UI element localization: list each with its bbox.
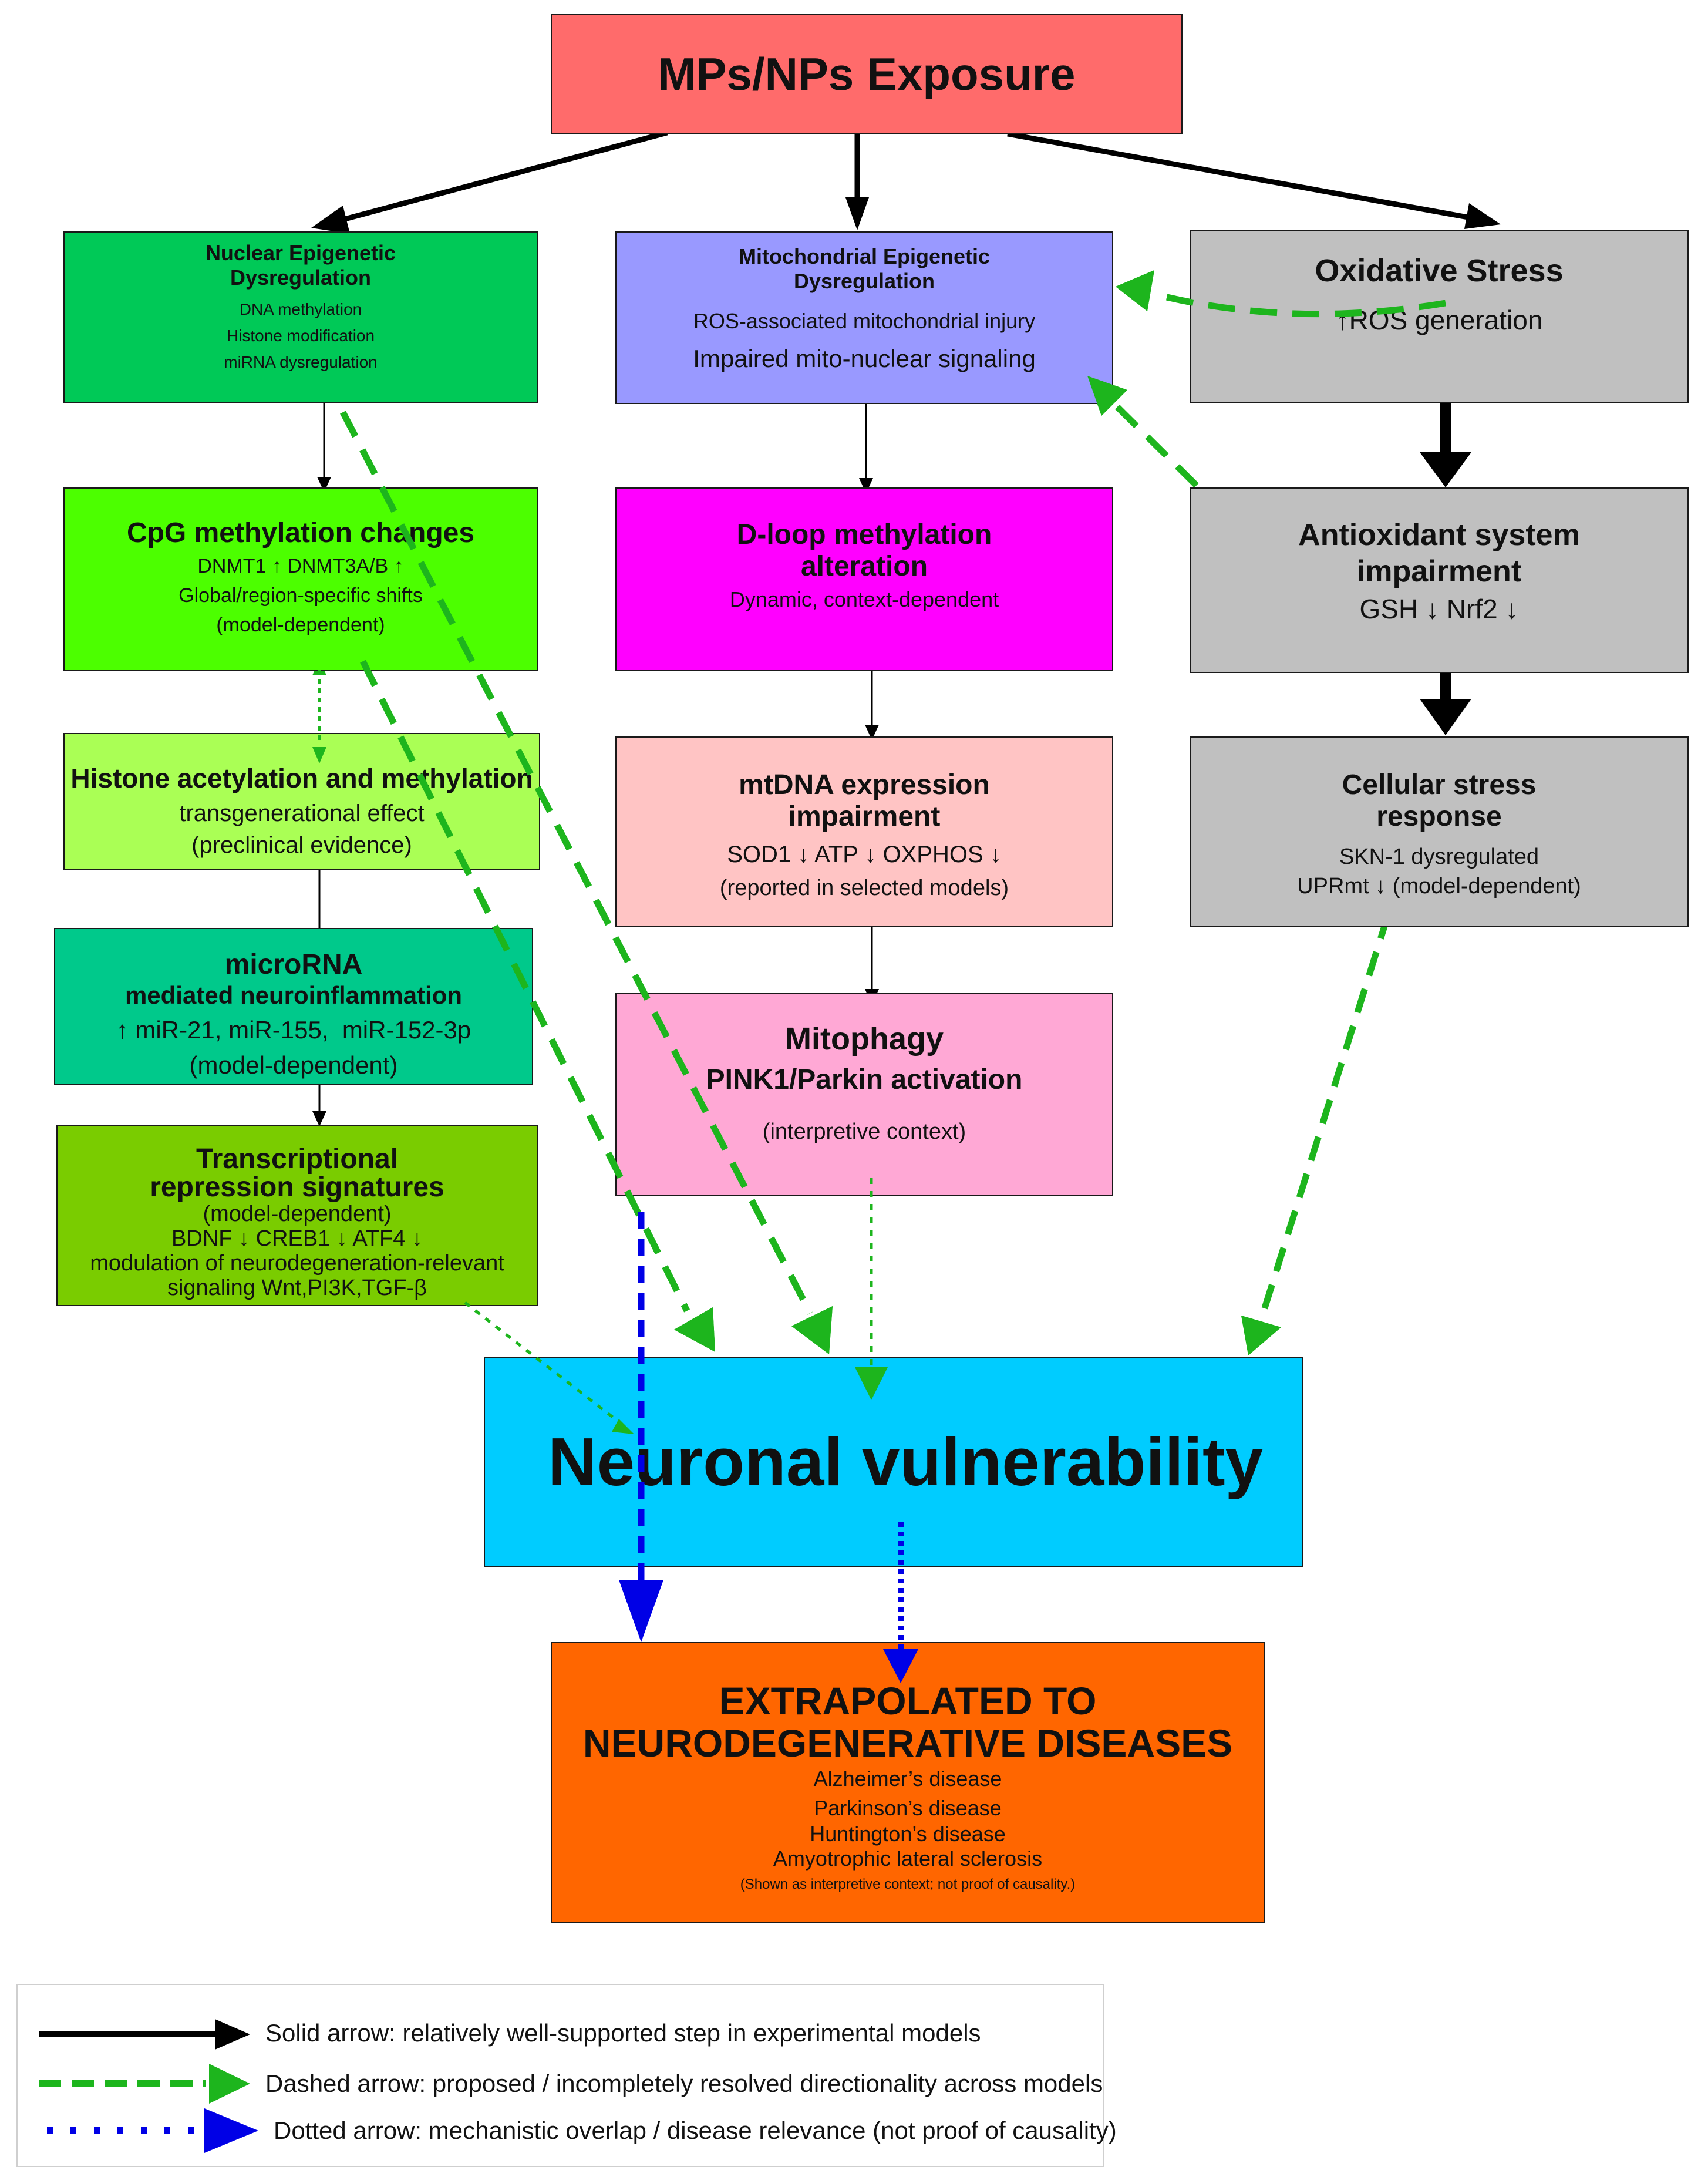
nuclear-title-line2: Dysregulation [230,265,372,290]
antioxidant-title-line1: Antioxidant system [1298,518,1580,552]
legend-solid-label: Solid arrow: relatively well-supported s… [265,2019,981,2047]
transcription-title-line1: Transcriptional [196,1143,399,1175]
disease-item: Huntington’s disease [810,1822,1006,1846]
legend-dashed-arrow-icon [39,2064,250,2104]
nuclear-item: DNA methylation [239,300,362,318]
mito-title-line2: Dysregulation [793,269,935,293]
mtdna-line1: SOD1 ↓ ATP ↓ OXPHOS ↓ [727,842,1002,867]
histone-box: Histone acetylation and methylation tran… [63,733,540,870]
mirna-title-line1: microRNA [224,949,363,980]
oxidative-stress-box: Oxidative Stress ↑ROS generation [1190,230,1689,403]
transcription-line4: signaling Wnt,PI3K,TGF-β [167,1276,427,1300]
cpg-line2: Global/region-specific shifts [178,584,423,607]
mirna-title-line2: mediated neuroinflammation [124,981,463,1009]
disease-item: Amyotrophic lateral sclerosis [773,1846,1043,1871]
neuronal-title: Neuronal vulnerability [547,1424,1264,1500]
legend-solid-arrow-icon [39,2019,250,2050]
cellular-line2: UPRmt ↓ (model-dependent) [1297,874,1581,899]
solid-arrow-exposure-to-mito [845,133,869,230]
histone-line2: (preclinical evidence) [191,832,412,858]
transcription-line3: modulation of neurodegeneration-relevant [90,1251,504,1276]
mito-title-line1: Mitochondrial Epigenetic [738,244,991,268]
mtdna-expression-box: mtDNA expression impairment SOD1 ↓ ATP ↓… [615,736,1113,927]
oxidative-line1: ↑ROS generation [1335,305,1543,335]
legend: Solid arrow: relatively well-supported s… [16,1984,1117,2167]
disease-item: Parkinson’s disease [814,1796,1002,1820]
nuclear-item: Histone modification [226,327,375,345]
legend-dotted-arrow-icon [47,2108,258,2153]
microrna-box: microRNA mediated neuroinflammation ↑ mi… [54,928,533,1085]
dloop-title-line1: D-loop methylation [736,519,992,550]
nuclear-title-line1: Nuclear Epigenetic [205,241,396,265]
nuclear-item: miRNA dysregulation [224,353,378,371]
mito-line2: Impaired mito-nuclear signaling [693,345,1036,372]
histone-line1: transgenerational effect [179,800,425,826]
transcriptional-repression-box: Transcriptional repression signatures (m… [56,1125,538,1306]
dashed-arrow-cellular-to-neuronal [1241,914,1392,1355]
legend-row-solid: Solid arrow: relatively well-supported s… [18,2011,1103,2058]
mitophagy-line1: (interpretive context) [762,1119,966,1144]
transcription-line1: (model-dependent) [203,1202,392,1226]
solid-arrow-nuclear-to-cpg [317,403,331,492]
histone-title: Histone acetylation and methylation [70,763,533,793]
cellular-title-line1: Cellular stress [1342,769,1537,800]
solid-arrow-antioxidant-to-cellular [1420,673,1471,735]
legend-row-dotted: Dotted arrow: mechanistic overlap / dise… [18,2107,1117,2154]
mitophagy-box: Mitophagy PINK1/Parkin activation (inter… [615,993,1113,1196]
extrapolated-diseases-box: EXTRAPOLATED TO NEURODEGENERATIVE DISEAS… [551,1642,1265,1923]
neuronal-vulnerability-box: Neuronal vulnerability [484,1357,1303,1567]
antioxidant-title-line2: impairment [1356,554,1522,588]
antioxidant-line1: GSH ↓ Nrf2 ↓ [1359,594,1519,624]
transcription-line2: BDNF ↓ CREB1 ↓ ATF4 ↓ [171,1226,423,1251]
disease-item: Alzheimer’s disease [813,1767,1002,1791]
cellular-title-line2: response [1376,801,1502,832]
cpg-line3: (model-dependent) [216,614,385,636]
mitochondrial-epigenetic-box: Mitochondrial Epigenetic Dysregulation R… [615,231,1113,404]
mitophagy-title-line1: Mitophagy [785,1021,944,1057]
transcription-title-line2: repression signatures [150,1172,444,1203]
dloop-methylation-box: D-loop methylation alteration Dynamic, c… [615,487,1113,671]
mitophagy-title-line2: PINK1/Parkin activation [706,1064,1023,1095]
antioxidant-system-box: Antioxidant system impairment GSH ↓ Nrf2… [1190,487,1689,673]
exposure-box: MPs/NPs Exposure [551,14,1183,134]
extrapolated-note: (Shown as interpretive context; not proo… [740,1876,1076,1892]
dloop-title-line2: alteration [800,551,928,582]
cpg-methylation-box: CpG methylation changes DNMT1 ↑ DNMT3A/B… [63,487,538,671]
cpg-line1: DNMT1 ↑ DNMT3A/B ↑ [197,555,404,577]
mirna-line1: ↑ miR-21, miR-155, miR-152-3p [116,1016,471,1044]
exposure-title: MPs/NPs Exposure [658,48,1076,100]
cellular-line1: SKN-1 dysregulated [1339,845,1539,869]
cpg-title: CpG methylation changes [126,517,475,549]
legend-row-dashed: Dashed arrow: proposed / incompletely re… [18,2060,1103,2107]
mtdna-line2: (reported in selected models) [719,876,1009,900]
solid-arrow-mirna-to-transcription [312,1084,326,1126]
mtdna-title-line2: impairment [788,801,941,832]
legend-dashed-label: Dashed arrow: proposed / incompletely re… [265,2070,1103,2097]
mito-line1: ROS-associated mitochondrial injury [693,309,1036,333]
extrapolated-title-line1: EXTRAPOLATED TO [719,1679,1097,1723]
solid-arrow-exposure-to-oxidative [1007,131,1501,229]
oxidative-title: Oxidative Stress [1315,253,1564,288]
solid-arrow-oxidative-to-antioxidant [1420,403,1471,487]
cellular-stress-box: Cellular stress response SKN-1 dysregula… [1190,736,1689,927]
solid-arrow-exposure-to-nuclear [311,130,668,234]
dloop-line1: Dynamic, context-dependent [729,587,999,611]
nuclear-epigenetic-box: Nuclear Epigenetic Dysregulation DNA met… [63,231,538,403]
legend-dotted-label: Dotted arrow: mechanistic overlap / dise… [274,2117,1117,2144]
solid-arrow-mito-to-dloop [859,404,873,493]
extrapolated-title-line2: NEURODEGENERATIVE DISEASES [582,1721,1233,1765]
mtdna-title-line1: mtDNA expression [739,769,990,800]
mirna-line2: (model-dependent) [189,1051,398,1079]
